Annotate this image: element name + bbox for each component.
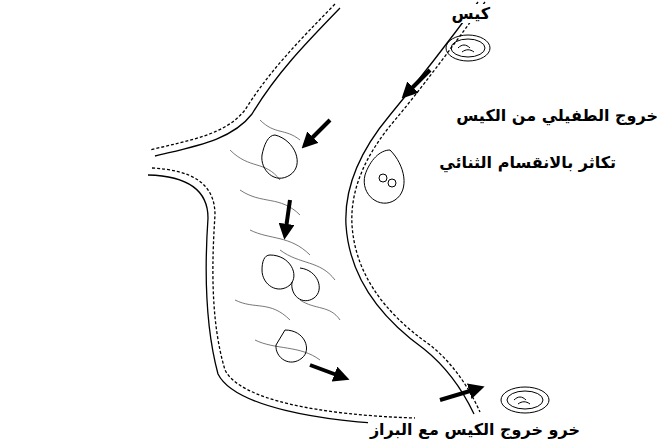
annotation-label: تكاثر بالانقسام الثنائي xyxy=(437,153,618,172)
annotation-label: كيس xyxy=(450,4,492,23)
annotation-label: خرو خروج الكيس مع البراز xyxy=(368,420,582,439)
parasite-drawings xyxy=(262,35,549,413)
flow-arrows xyxy=(285,70,480,400)
intestine-wall xyxy=(148,2,485,425)
villi-texture xyxy=(230,120,340,360)
annotation-label: خروج الطفيلي من الكيس xyxy=(454,106,660,125)
